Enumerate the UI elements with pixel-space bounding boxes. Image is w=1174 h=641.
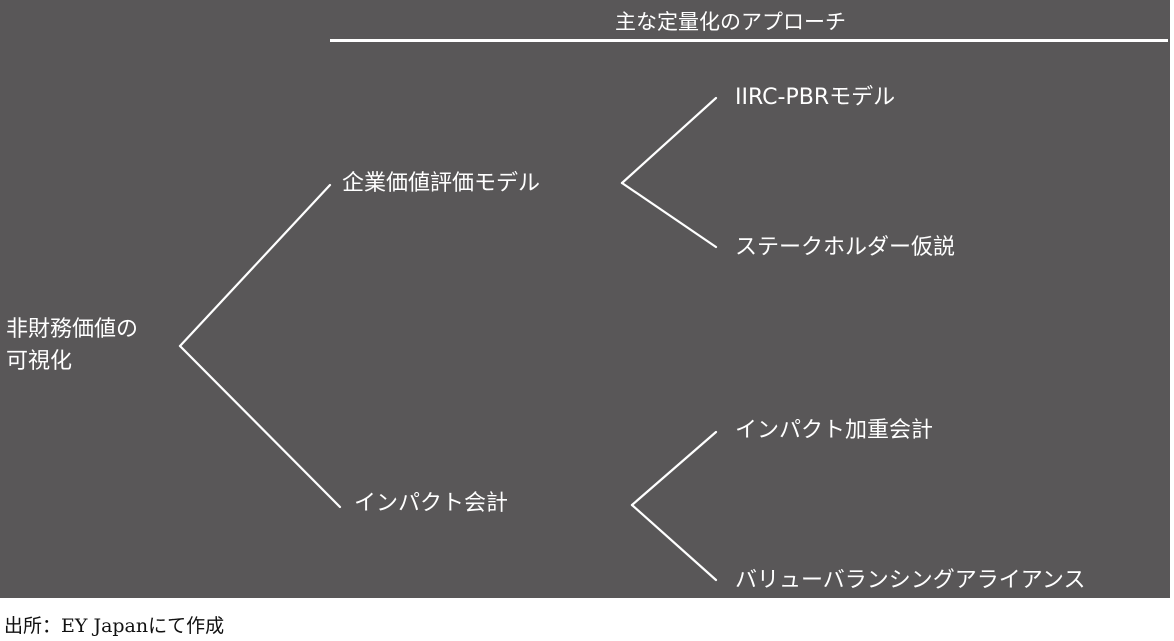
leaf-node-1-2: ステークホルダー仮説 — [735, 235, 956, 260]
diagram-panel: 主な定量化のアプローチ 非財務価値の 可視化 企業価値評価モデル インパクト会計… — [0, 0, 1170, 598]
connector-branch-1-to-leaf-1 — [620, 96, 718, 185]
connector-branch-2-to-leaf-2 — [630, 503, 718, 582]
tree-connectors — [178, 96, 718, 582]
header-rule — [330, 39, 1168, 42]
leaf-node-2-2: バリューバランシングアライアンス — [735, 568, 1086, 593]
leaf-node-2-1: インパクト加重会計 — [735, 418, 934, 443]
branch-node-2: インパクト会計 — [354, 491, 509, 516]
connector-root-to-branch-1 — [178, 183, 332, 348]
connector-branch-2-to-leaf-1 — [630, 430, 718, 507]
header-title: 主な定量化のアプローチ — [615, 10, 846, 34]
connector-root-to-branch-2 — [178, 344, 342, 509]
leaf-node-1-1: IIRC-PBRモデル — [735, 85, 896, 110]
root-node-line-2: 可視化 — [6, 349, 73, 374]
branch-node-1: 企業価値評価モデル — [342, 171, 541, 196]
source-note: 出所：EY Japanにて作成 — [4, 615, 225, 637]
connector-branch-1-to-leaf-2 — [620, 181, 718, 249]
root-node: 非財務価値の 可視化 — [6, 314, 138, 378]
root-node-line-1: 非財務価値の — [6, 317, 139, 342]
